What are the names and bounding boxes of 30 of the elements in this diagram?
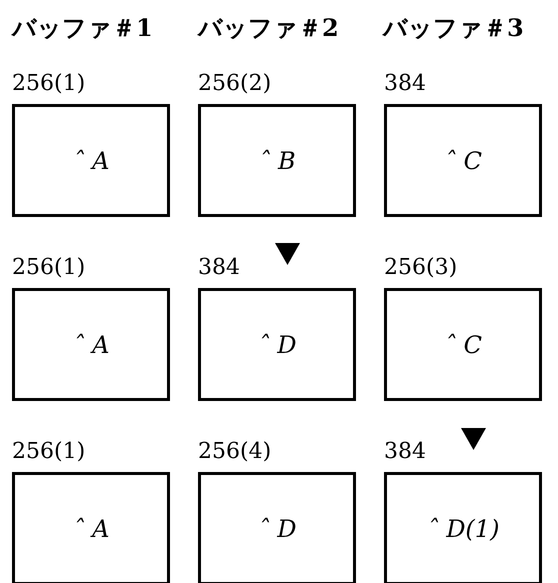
buffer-box [384,472,542,583]
buffer-content: ˆ D(1) [426,514,500,542]
size-label: 256(1) [12,71,86,96]
size-label: 256(4) [198,439,272,464]
buffer-box [198,104,356,217]
size-label: 256(2) [198,71,272,96]
buffer-heading: バッファ＃2 [198,12,339,44]
size-label: 384 [384,71,426,96]
buffer-content: ˆ A [72,514,110,542]
buffer-box [198,288,356,401]
buffer-heading: バッファ＃3 [383,12,524,44]
buffer-content: ˆ B [258,146,296,174]
buffer-box [12,104,170,217]
buffer-content: ˆ A [72,330,110,358]
size-label: 384 [384,439,426,464]
buffer-content: ˆ C [444,146,482,174]
buffer-box [198,472,356,583]
size-label: 384 [198,255,240,280]
buffer-box [384,104,542,217]
buffer-heading: バッファ＃1 [12,12,153,44]
buffer-content: ˆ D [258,330,296,358]
size-label: 256(1) [12,255,86,280]
buffer-box [384,288,542,401]
size-label: 256(1) [12,439,86,464]
buffer-box [12,288,170,401]
buffer-content: ˆ C [444,330,482,358]
buffer-content: ˆ D [258,514,296,542]
buffer-box [12,472,170,583]
size-label: 256(3) [384,255,458,280]
buffer-content: ˆ A [72,146,110,174]
